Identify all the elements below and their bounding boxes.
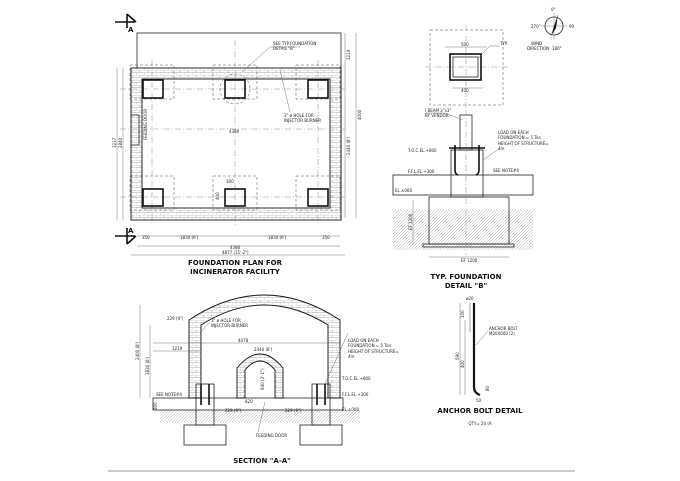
section-marker-bottom: A	[115, 227, 137, 245]
detail-b-width: EF 1200	[461, 258, 478, 263]
dim-left-height: 3237	[112, 137, 117, 148]
aa-el-gl: EL.±000	[342, 407, 359, 412]
aa-el-ffl: F.F.L.EL.+300	[342, 392, 369, 397]
bolt-dim-total: 590	[455, 352, 460, 360]
section-marker-top: A	[115, 13, 137, 34]
detail-b-section: EF 1200 EF 1200 I BEAM 3"x3" BY VENDOR L…	[392, 108, 549, 290]
bolt-dim-hook-w: 50	[476, 398, 482, 403]
section-marker-label: A	[128, 227, 134, 235]
detail-b-depth: EF 1200	[408, 213, 413, 230]
note-hole-2: INJECTOR BURNER	[284, 118, 321, 123]
dim-footing-h: 400	[215, 192, 220, 200]
bolt-note-2: M20X600 (2)	[489, 331, 515, 336]
bolt-dim-dia: ø20	[466, 296, 474, 301]
aa-dim-wall-thk: 229 (9")	[167, 316, 184, 321]
aa-note-hole-2: INJECTOR BURNER	[211, 323, 248, 328]
detail-b-tos: T.O.C.EL.+800	[407, 148, 437, 153]
aa-height-note-2: 4m	[348, 354, 355, 359]
detail-b-title-2: DETAIL "B"	[445, 282, 487, 290]
footings	[129, 64, 341, 211]
bolt-note: ANCHOR BOLT	[489, 326, 518, 331]
dim-overall: 4380	[230, 245, 241, 250]
aa-see-note: SEE NOTE#4	[156, 392, 182, 397]
detail-b-ffl: F.F.L.EL.+300	[408, 169, 435, 174]
section-aa-title: SECTION "A-A"	[233, 457, 291, 465]
aa-note-hole: 3" ø HOLE FOR	[211, 318, 241, 323]
dim-left-inner: 2840	[118, 137, 123, 148]
aa-load-note-2: FOUNDATION = 5 Ton	[348, 343, 391, 348]
compass-label: WIND	[531, 41, 542, 46]
dim-span-right: 1830 (6')	[268, 235, 287, 240]
aa-dim-door-w: 2440 (8')	[254, 347, 273, 352]
detail-b-plan-width: 400	[461, 88, 469, 93]
aa-dim-wall-height: 1830 (6')	[145, 356, 150, 375]
dim-footing-w: 300	[226, 179, 234, 184]
aa-dim-total-height: 2400 (8')	[135, 341, 140, 360]
detail-b-load-note: LOAD ON EACH	[498, 130, 529, 135]
bolt-dim-body: 400	[460, 360, 465, 368]
detail-b-column-note-2: BY VENDOR	[425, 113, 449, 118]
detail-b-gl: EL.±000	[395, 188, 412, 193]
compass-label-2: DIRECTION	[527, 46, 549, 51]
compass: 0° 90 180° 270° WIND DIRECTION	[527, 7, 575, 51]
detail-b-load-note-2: FOUNDATION = 5 Ton	[498, 135, 541, 140]
aa-dim-left: 1219	[172, 346, 183, 351]
aa-dim-slab: 300	[153, 402, 158, 410]
dim-top-offset: 1219	[346, 49, 351, 60]
detail-b-typ: TYP.	[499, 41, 508, 46]
plan-title: FOUNDATION PLAN FOR	[188, 259, 283, 267]
section-marker-label: A	[128, 26, 134, 34]
aa-dim-door-h: 940 (3'-1")	[260, 368, 265, 390]
detail-b-plan-top: 500	[461, 42, 469, 47]
aa-dim-inner-width: 4078	[238, 338, 249, 343]
aa-load-note: LOAD ON EACH	[348, 338, 379, 343]
plan-title-2: INCINERATOR FACILITY	[190, 268, 281, 276]
dim-left-edge: 350	[142, 235, 150, 240]
aa-feeding-door: FEEDING DOOR	[256, 433, 287, 438]
detail-b-title: TYP. FOUNDATION	[431, 273, 502, 281]
anchor-bolt-detail: 590 400 100 ø20 80 50 ANCHOR BOLT M20X60…	[437, 296, 523, 426]
compass-west: 270°	[531, 24, 541, 29]
note-hole: 3" ø HOLE FOR	[284, 113, 314, 118]
section-aa: 2400 (8') 1830 (6') 229 (9") 4078 1219 2…	[135, 294, 399, 465]
detail-b-height-note-2: 4m	[498, 146, 505, 151]
aa-el-tos: T.O.C.EL.+800	[341, 376, 371, 381]
note-detail: SEE TYP.FOUNDATION	[273, 41, 316, 46]
dim-height-span: 2440 (8')	[346, 136, 351, 155]
aa-dim-door-gap: 820	[245, 399, 253, 404]
compass-east: 90	[569, 24, 575, 29]
detail-b-height-note: HEIGHT OF STRUCTURE=	[498, 141, 549, 146]
foundation-plan: FEEDING DOOR SEE TYP.FOUNDATION DETAIL "…	[112, 13, 362, 276]
dim-span-left: 1830 (6')	[180, 235, 199, 240]
aa-dim-step1: 229 (9")	[225, 408, 242, 413]
detail-b-plan: 500 400 TYP.	[425, 25, 510, 110]
dim-overall-total: 4877 (15'-2")	[222, 250, 249, 255]
feeding-door-opening	[130, 114, 140, 146]
note-detail-2: DETAIL "B"	[273, 46, 295, 51]
bolt-qty: QTY= 24 (A	[468, 421, 492, 426]
aa-height-note: HEIGHT OF STRUCTURE=	[348, 349, 399, 354]
anchor-bolt-title: ANCHOR BOLT DETAIL	[437, 407, 523, 415]
compass-south: 180°	[552, 46, 562, 51]
compass-north: 0°	[551, 7, 556, 12]
dim-height-total: 4000	[357, 109, 362, 120]
anchor-bolt	[472, 303, 481, 397]
dim-right-edge: 350	[322, 235, 330, 240]
dim-inner-width: 4380	[229, 129, 240, 134]
bolt-dim-thread: 100	[460, 310, 465, 318]
feeding-door-label: FEEDING DOOR	[143, 109, 148, 140]
aa-dim-step2: 229 (9")	[285, 408, 302, 413]
bolt-dim-hook: 80	[485, 385, 490, 391]
detail-b-see-note: SEE NOTE#4	[493, 168, 519, 173]
detail-b-column-note: I BEAM 3"x3"	[425, 108, 451, 113]
